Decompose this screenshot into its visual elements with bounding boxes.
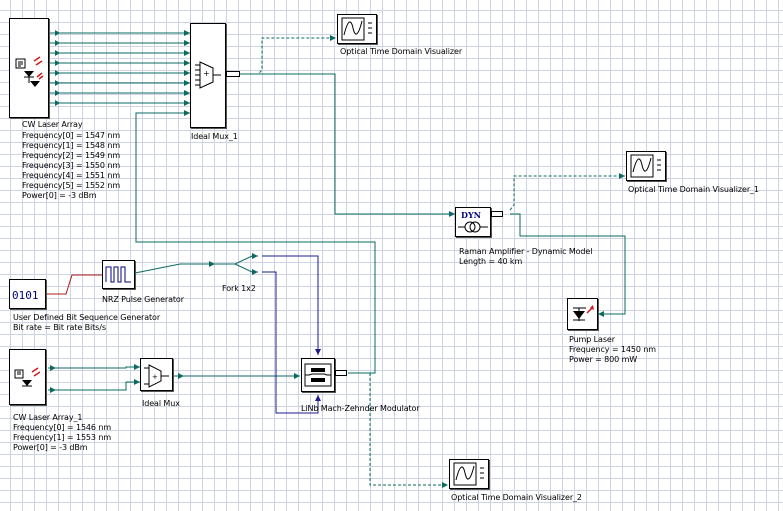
param-line: Frequency[1] = 1548 nm: [22, 141, 121, 150]
optical-wire: [135, 112, 376, 374]
param-line: Frequency[5] = 1552 nm: [22, 181, 121, 190]
oscilloscope-icon: [453, 462, 484, 486]
laser-array-icon: [15, 56, 44, 87]
electrical-wire: [262, 271, 319, 414]
output-port[interactable]: [491, 211, 503, 217]
cw-laser-array-1-component[interactable]: [9, 349, 46, 405]
cw-laser-array-title: CW Laser Array: [22, 120, 83, 129]
svg-text:+: +: [203, 69, 210, 78]
mzm-component[interactable]: [301, 358, 335, 392]
ideal-mux-1-component[interactable]: +: [190, 23, 226, 128]
electrical-wire: [262, 255, 319, 355]
monitor-wire: [350, 372, 448, 486]
raman-param: Length = 40 km: [459, 257, 523, 266]
laser-array-icon: [14, 367, 41, 387]
nrz-title: NRZ Pulse Generator: [102, 295, 184, 304]
bitgen-title: User Defined Bit Sequence Generator: [13, 313, 161, 322]
svg-text:+: +: [152, 373, 158, 381]
cw-laser-array-component[interactable]: [9, 18, 49, 118]
output-port[interactable]: [335, 370, 347, 376]
pump-laser-component[interactable]: [567, 298, 598, 330]
nrz-pulse-generator-component[interactable]: [102, 260, 135, 289]
mzm-title: LiNb Mach-Zehnder Modulator: [301, 404, 420, 413]
oscilloscope-icon: [630, 154, 661, 178]
param-line: Power[0] = -3 dBm: [13, 443, 88, 452]
optical-wire: [215, 255, 258, 265]
param-line: Frequency[0] = 1547 nm: [22, 131, 121, 140]
mzm-icon: [304, 363, 332, 387]
otdv-component[interactable]: [337, 14, 377, 44]
param-line: Power[0] = -3 dBm: [22, 191, 97, 200]
optical-wire: [48, 381, 140, 391]
pump-param: Frequency = 1450 nm: [569, 345, 656, 354]
bitgen-param: Bit rate = Bit rate Bits/s: [13, 323, 106, 332]
optical-wire: [48, 366, 140, 369]
param-line: Frequency[3] = 1550 nm: [22, 161, 121, 170]
optical-wire: [240, 73, 455, 215]
bit-sequence-generator-component[interactable]: 0101: [9, 279, 46, 309]
pump-param: Power = 800 mW: [569, 355, 638, 364]
param-line: Frequency[1] = 1553 nm: [13, 433, 112, 442]
ideal-mux-component[interactable]: +: [140, 358, 173, 391]
bit-sequence-icon: 0101: [12, 289, 39, 302]
bit-wire: [46, 274, 102, 295]
optical-wire: [134, 263, 215, 274]
ideal-mux-1-title: Ideal Mux_1: [191, 132, 238, 141]
otdv-title: Optical Time Domain Visualizer: [340, 47, 463, 56]
nrz-icon: [105, 266, 131, 283]
fork-title: Fork 1x2: [222, 284, 256, 293]
param-line: Frequency[0] = 1546 nm: [13, 423, 112, 432]
param-line: Frequency[4] = 1551 nm: [22, 171, 121, 180]
output-port[interactable]: [226, 71, 240, 77]
raman-icon: DYN: [458, 210, 488, 233]
raman-icon-text: DYN: [461, 210, 481, 220]
optical-wire: [510, 213, 626, 315]
cw-laser-array-params: Frequency[0] = 1547 nm Frequency[1] = 15…: [22, 131, 120, 201]
monitor-wire: [509, 175, 625, 211]
otdv-2-component[interactable]: [449, 459, 489, 489]
oscilloscope-icon: [341, 17, 372, 41]
param-line: Frequency[2] = 1549 nm: [22, 151, 121, 160]
raman-title: Raman Amplifier - Dynamic Model: [459, 247, 593, 256]
mux-icon: +: [195, 61, 221, 89]
otdv-2-title: Optical Time Domain Visualizer_2: [451, 493, 582, 502]
pump-title: Pump Laser: [569, 335, 615, 344]
pump-laser-icon: [573, 305, 594, 321]
otdv-1-component[interactable]: [626, 151, 666, 181]
mux-icon: +: [144, 364, 169, 388]
bit-icon-text: 0101: [12, 289, 39, 302]
ideal-mux-title: Ideal Mux: [142, 399, 180, 408]
raman-amplifier-component[interactable]: DYN: [455, 207, 491, 237]
monitor-wire: [240, 37, 336, 75]
cw-laser-array-1-title: CW Laser Array_1: [13, 413, 83, 422]
otdv-1-title: Optical Time Domain Visualizer_1: [628, 185, 759, 194]
